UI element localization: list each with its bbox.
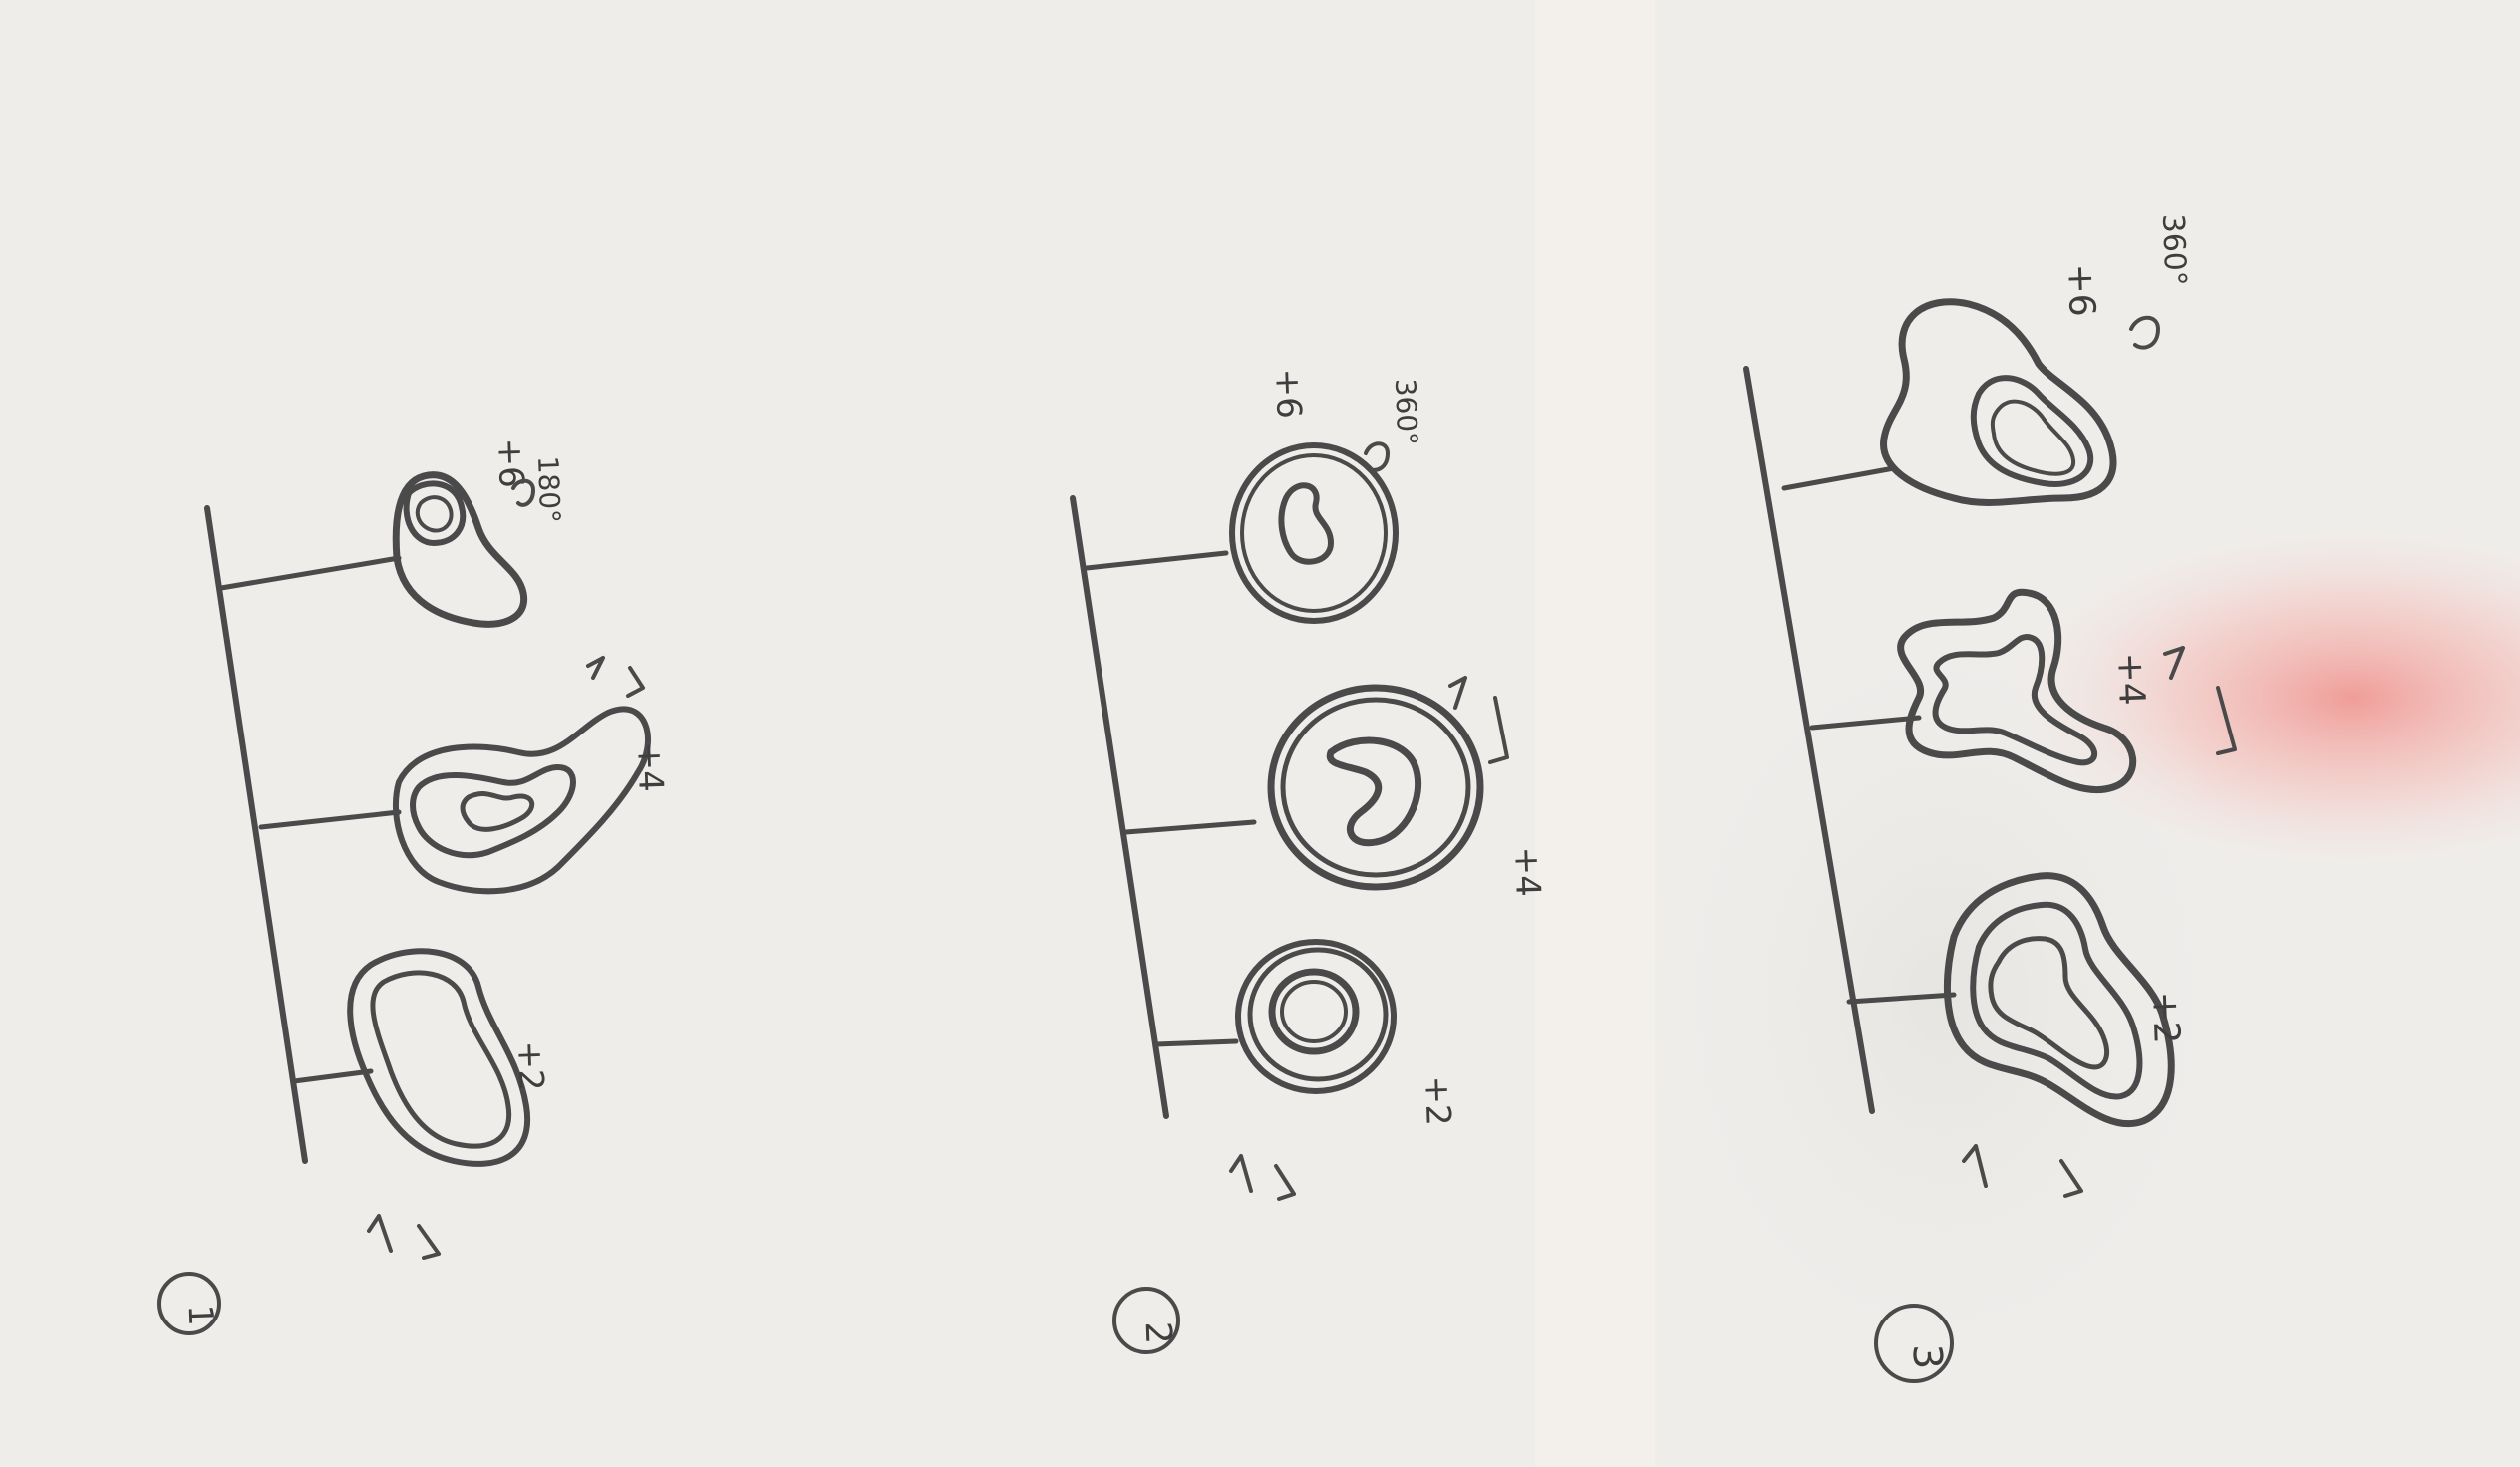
sketch-3-number-circle — [1874, 1304, 1954, 1383]
sketch-2-stem-top — [1153, 1038, 1239, 1047]
sketch-3-label-rotation: 360° — [2155, 213, 2193, 286]
sketch-3-label-top: +2 — [2144, 991, 2187, 1044]
sketch-3-backbone — [1743, 366, 1875, 1114]
sketch-2-arrow-right-icon — [1274, 1164, 1296, 1201]
sketch-3-stem-top — [1846, 992, 1957, 1005]
sketch-2: +6 360° +4 +2 2 — [1070, 368, 1548, 1354]
sketch-2-number-circle — [1112, 1287, 1180, 1354]
sketch-2-shape-middle — [1267, 684, 1484, 891]
sketch-1-arrow-down-icon — [626, 666, 645, 698]
sketch-2-shape-bottom — [1229, 442, 1399, 624]
sketch-2-rotation-icon — [1364, 441, 1390, 472]
sketch-3-arrow-left-icon — [1962, 1144, 1988, 1188]
sketch-2-label-rotation: 360° — [1389, 378, 1423, 446]
sketch-3-shape-top — [1944, 872, 2175, 1128]
sketch-1-shape-top — [347, 948, 531, 1167]
sketch-2-shape-top — [1235, 939, 1397, 1094]
sketch-1-label-top: +2 — [509, 1040, 551, 1091]
sketch-1-number: 1 — [180, 1304, 221, 1326]
sketch-3-stem-middle — [1809, 715, 1922, 731]
sketch-1-label-rotation: 180° — [531, 455, 566, 524]
sketch-3-arrow-up-icon — [2163, 646, 2185, 680]
sketch-2-stem-middle — [1123, 819, 1257, 835]
sketch-1-shape-bottom — [392, 471, 528, 628]
sketch-3: +6 360° +4 +2 3 — [1743, 213, 2237, 1383]
sketch-3-shape-middle — [1897, 588, 2137, 794]
sketch-3-label-middle: +4 — [2109, 652, 2152, 706]
sketch-3-arrow-down-icon — [2216, 686, 2237, 755]
sketch-2-label-top: +2 — [1417, 1075, 1458, 1126]
paper-fold-highlight — [1535, 0, 1655, 1467]
sketch-2-label-middle: +4 — [1506, 846, 1548, 897]
sketch-3-label-bottom: +6 — [2059, 263, 2102, 317]
sketch-1-arrow-left-icon — [367, 1214, 393, 1253]
sketch-1-stem-bottom — [218, 555, 402, 591]
sketch-2-arrow-down-icon — [1488, 696, 1509, 764]
sketch-2-label-bottom: +6 — [1267, 368, 1309, 419]
sketch-2-stem-bottom — [1084, 550, 1229, 571]
sketch-3-shape-bottom — [1880, 298, 2117, 506]
sketch-3-number: 3 — [1904, 1343, 1951, 1370]
sketch-3-rotation-icon — [2129, 315, 2160, 350]
sketch-1-rotation-icon — [511, 478, 535, 507]
sketch-2-arrow-up-icon — [1448, 676, 1467, 710]
sketch-1-stem-middle — [258, 809, 402, 830]
sketch-1-backbone — [204, 505, 308, 1164]
sketch-2-arrow-left-icon — [1229, 1154, 1253, 1193]
sketch-3-arrow-right-icon — [2059, 1159, 2083, 1198]
sketch-2-number: 2 — [1137, 1320, 1179, 1344]
sketch-2-backbone — [1070, 495, 1169, 1119]
sketch-1: +6 180° +4 +2 1 — [158, 438, 671, 1335]
sketch-1-arrow-up-icon — [586, 656, 605, 680]
sketch-3-stem-bottom — [1781, 465, 1897, 491]
sketch-1-number-circle — [158, 1272, 221, 1335]
sketch-1-arrow-right-icon — [417, 1224, 441, 1260]
sketch-1-stem-top — [291, 1068, 374, 1084]
sketch-1-label-middle: +4 — [629, 741, 671, 792]
sketch-1-shape-middle — [393, 706, 651, 895]
